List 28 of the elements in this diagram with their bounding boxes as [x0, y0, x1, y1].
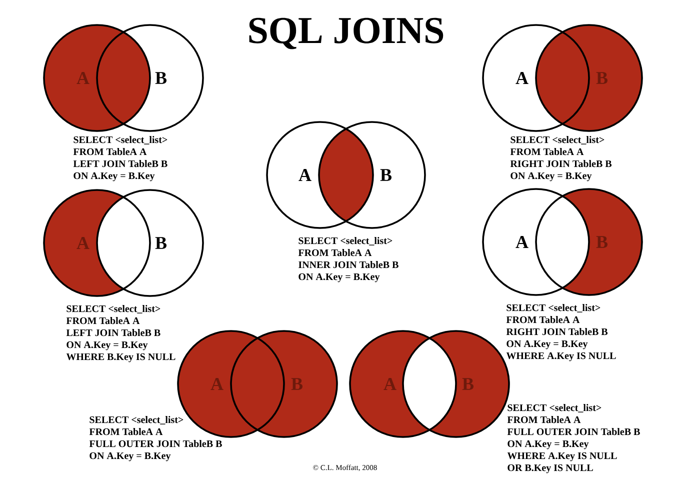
- query-line: SELECT <select_list>: [66, 305, 160, 314]
- query-line: FROM TableA A: [73, 148, 147, 156]
- query-line: FROM TableA A: [510, 148, 584, 156]
- query-line: FULL OUTER JOIN TableB B: [89, 440, 222, 448]
- query-line: SELECT <select_list>: [298, 237, 392, 246]
- query-line: RIGHT JOIN TableB B: [510, 160, 612, 168]
- query-line: FROM TableA A: [89, 428, 163, 436]
- title: SQL JOINS: [249, 18, 444, 50]
- query-line: ON A.Key = B.Key: [90, 452, 171, 462]
- query-line: ON A.Key = B.Key: [74, 172, 155, 182]
- query-line: ON A.Key = B.Key: [510, 172, 592, 182]
- query-line: SELECT <select_list>: [74, 136, 168, 144]
- query-line: FROM TableA A: [298, 249, 372, 256]
- query-line: SELECT <select_list>: [506, 304, 600, 312]
- query-line: FROM TableA A: [507, 416, 581, 424]
- query-line: SELECT <select_list>: [508, 404, 602, 412]
- query-line: ON A.Key = B.Key: [508, 440, 589, 450]
- query-line: FULL OUTER JOIN TableB B: [507, 428, 640, 436]
- query-line: INNER JOIN TableB B: [298, 261, 398, 268]
- query-line: FROM TableA A: [66, 317, 140, 324]
- query-line: SELECT <select_list>: [510, 136, 604, 144]
- query-line: FROM TableA A: [506, 316, 580, 324]
- query-line: ON A.Key = B.Key: [298, 273, 380, 282]
- query-line: LEFT JOIN TableB B: [66, 329, 160, 336]
- query-line: ON A.Key = B.Key: [66, 341, 148, 350]
- query-line: WHERE A.Key IS NULL: [507, 452, 617, 462]
- query-line: OR B.Key IS NULL: [508, 464, 593, 474]
- query-line: LEFT JOIN TableB B: [73, 160, 168, 168]
